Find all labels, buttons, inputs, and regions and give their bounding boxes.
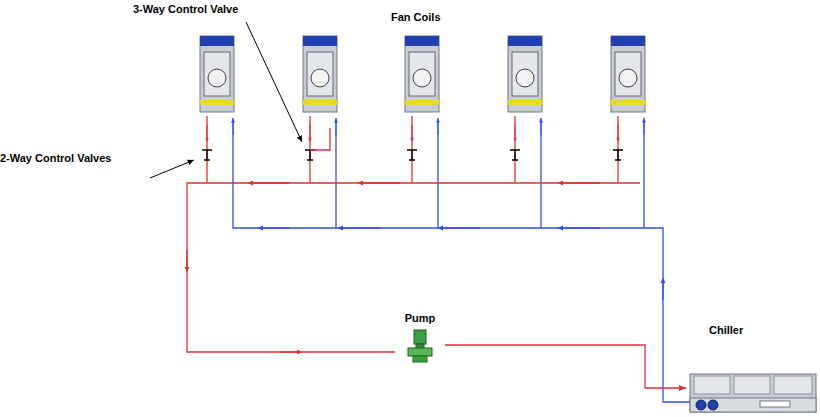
fan-coil (405, 36, 439, 228)
callout-label: Fan Coils (391, 11, 441, 24)
fan-coil (303, 36, 337, 228)
callout-label: 2-Way Control Valves (0, 152, 111, 165)
node-label: Chiller (708, 324, 744, 337)
pipe-connector (445, 345, 686, 388)
callout-label: 3-Way Control Valve (133, 3, 238, 16)
fan-coil (508, 36, 542, 228)
pump-box: Pump (395, 308, 445, 366)
fan-coil (200, 36, 234, 183)
chiller-box: Chiller (686, 320, 816, 414)
node-label: Pump (404, 312, 437, 325)
fan-coil (611, 36, 645, 228)
